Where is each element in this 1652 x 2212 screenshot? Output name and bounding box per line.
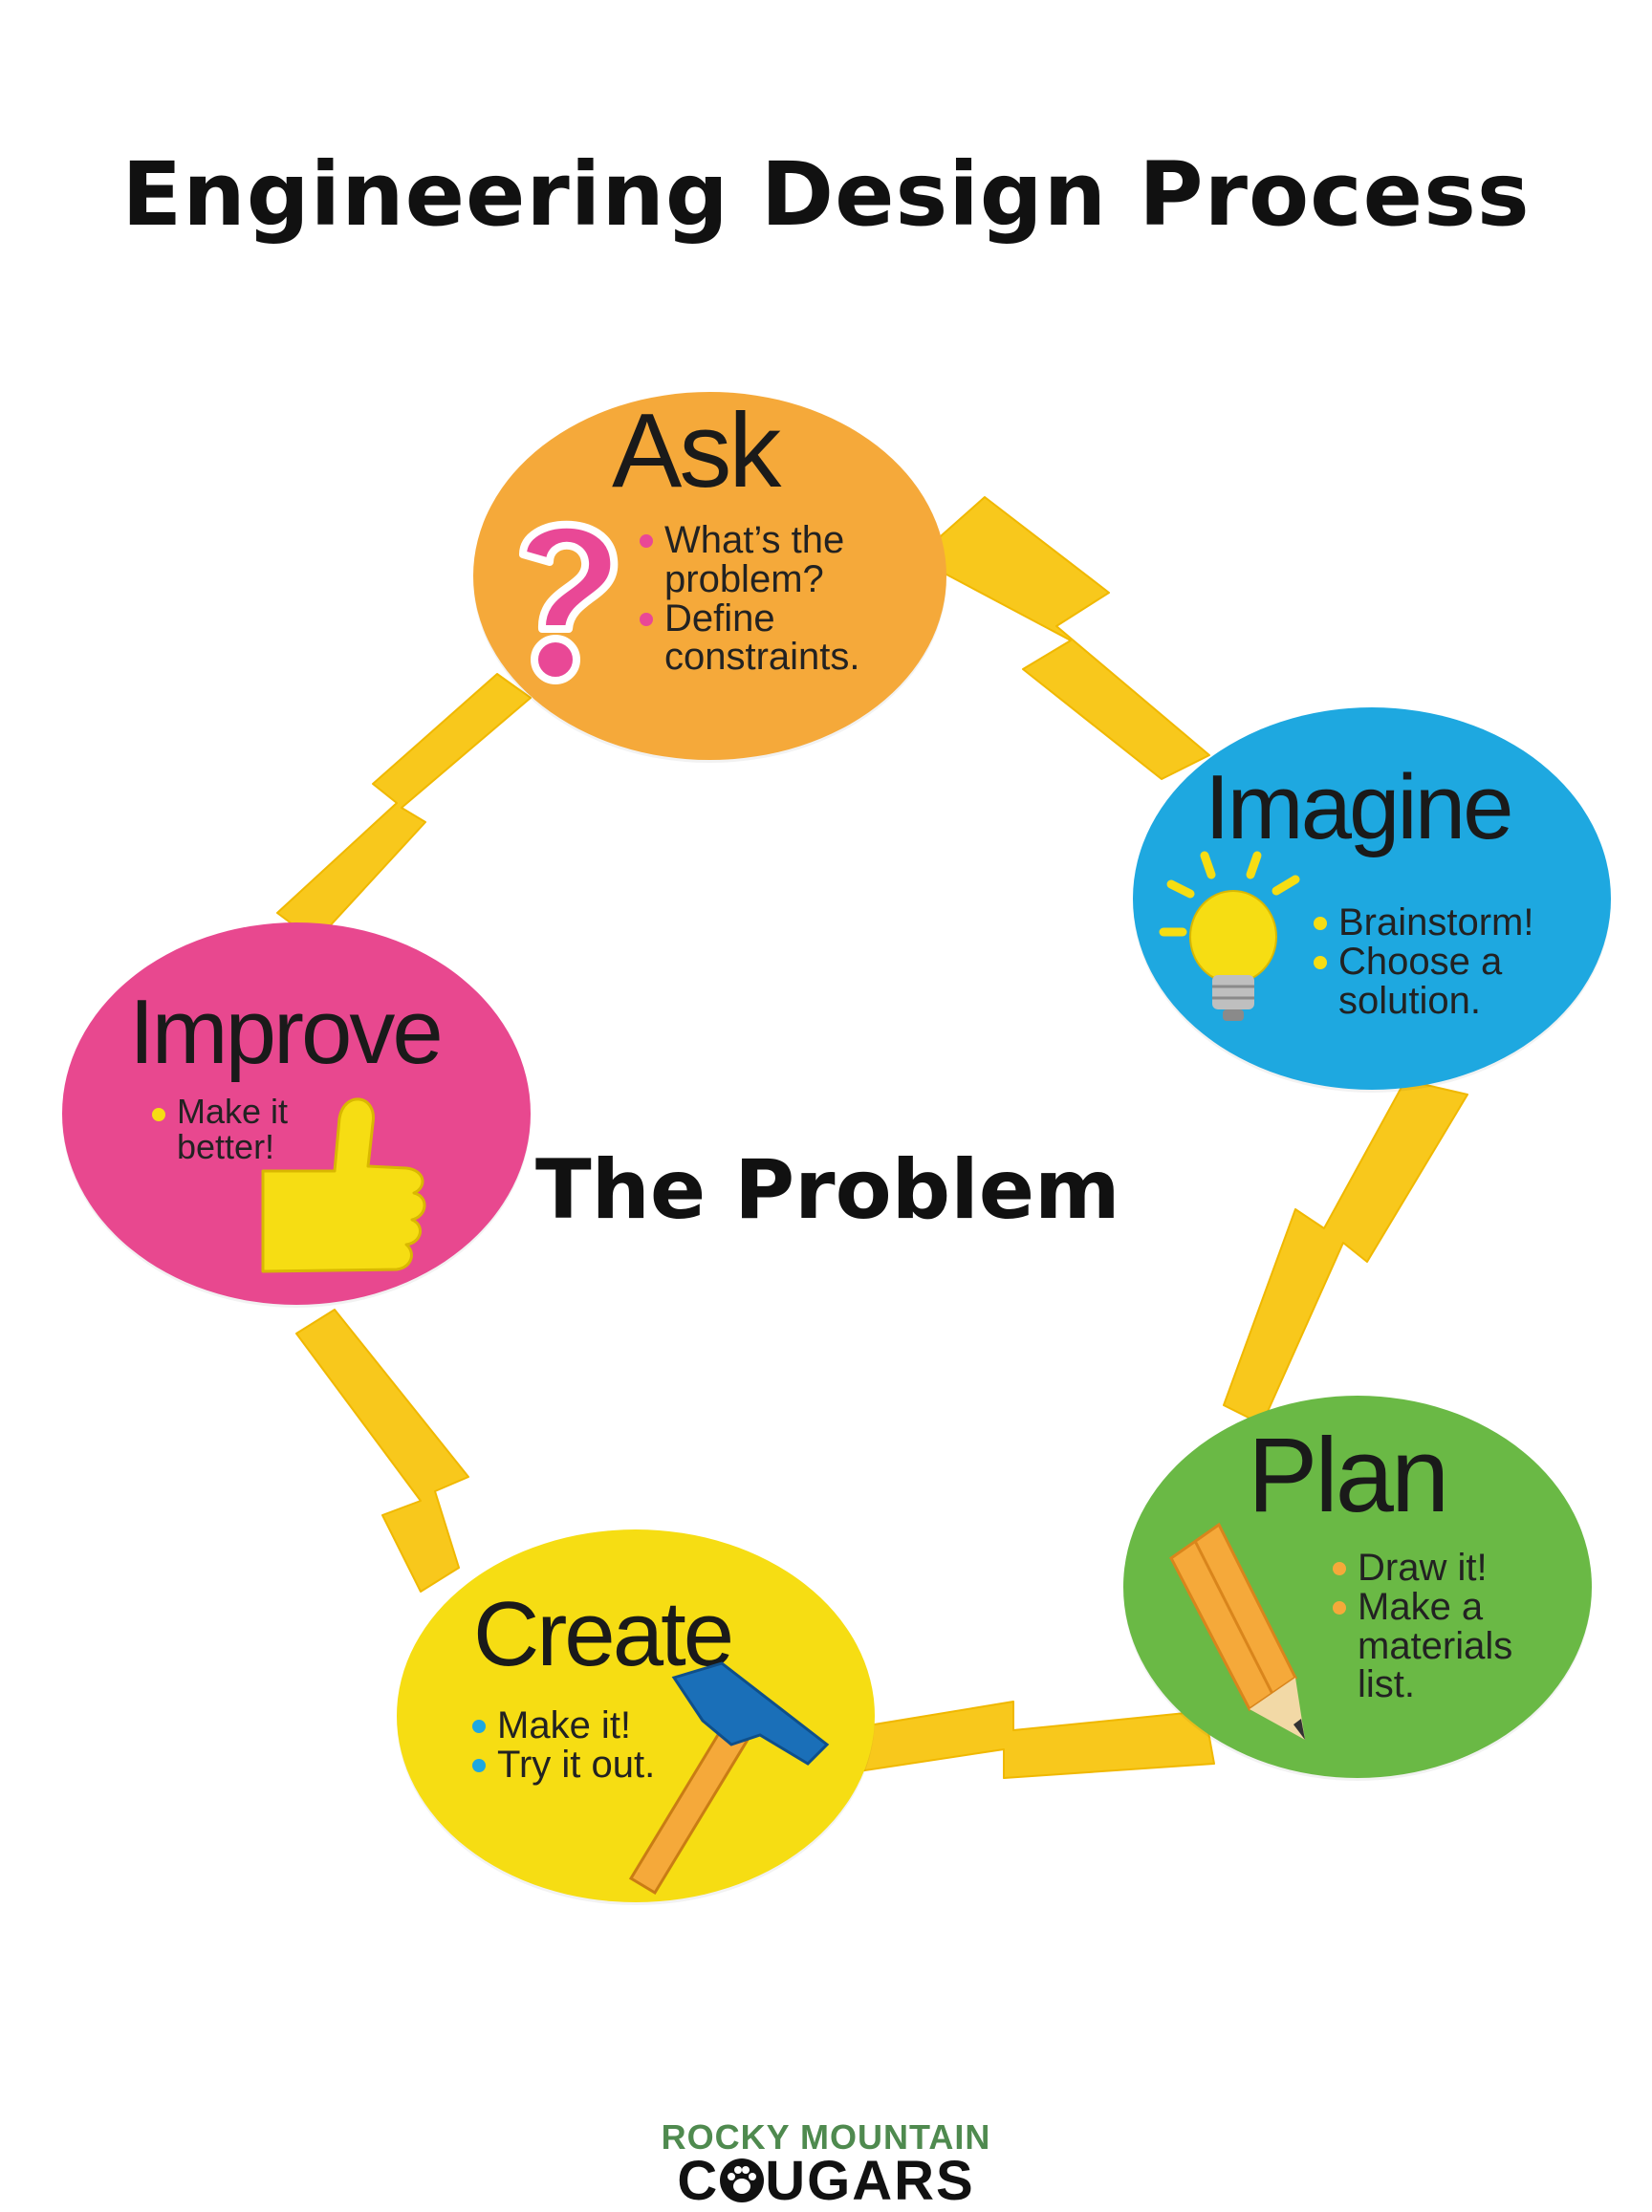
bullet: Choose a solution. (1310, 942, 1597, 1021)
bullet: Try it out. (468, 1745, 707, 1785)
light-bulb-icon (1159, 851, 1300, 1021)
stage-title: Improve (129, 981, 444, 1083)
bullet: Brainstorm! (1310, 903, 1597, 943)
bullet: Make it! (468, 1706, 707, 1746)
logo-letter: C (677, 2150, 720, 2212)
bullet: Draw it! (1329, 1549, 1568, 1588)
logo-letters: UGARS (765, 2150, 975, 2212)
bolt-improve-ask (276, 673, 532, 943)
stage-improve: Improve Make it better! (62, 922, 531, 1305)
bullet: Define constraints. (636, 598, 923, 678)
stage-title: Plan (1248, 1417, 1449, 1534)
bolt-create-improve (295, 1309, 469, 1593)
bolt-imagine-plan (1223, 1079, 1468, 1425)
stage-ask: Ask What’s the problem? Define constrain… (473, 392, 946, 760)
stage-imagine: Imagine Brainstorm! Choose a solution. (1133, 707, 1611, 1090)
stage-title: Imagine (1205, 756, 1514, 858)
bullet: Make a materials list. (1329, 1587, 1568, 1704)
improve-bullets: Make it better! (148, 1094, 292, 1164)
center-label: The Problem (535, 1142, 1120, 1238)
question-mark-icon (519, 520, 619, 684)
ask-bullets: What’s the problem? Define constraints. (636, 521, 923, 677)
stage-title: Create (473, 1583, 734, 1685)
logo-line-2: C UGARS (0, 2154, 1652, 2209)
hammer-icon (628, 1661, 830, 1896)
footer-logo: Rocky Mountain C UGARS (0, 2117, 1652, 2209)
stage-plan: Plan Draw it! Make a materials list. (1123, 1396, 1592, 1778)
imagine-bullets: Brainstorm! Choose a solution. (1310, 903, 1597, 1020)
paw-icon (720, 2158, 765, 2202)
create-bullets: Make it! Try it out. (468, 1706, 707, 1785)
bullet: Make it better! (148, 1094, 292, 1164)
page-title: Engineering Design Process (121, 143, 1531, 246)
bullet: What’s the problem? (636, 521, 923, 599)
stage-title: Ask (612, 392, 781, 510)
thumbs-up-icon (261, 1097, 426, 1273)
logo-line-1: Rocky Mountain (661, 2117, 991, 2157)
stage-create: Create Make it! Try it out. (397, 1529, 875, 1902)
pencil-icon (1169, 1522, 1305, 1740)
bolt-plan-create (838, 1701, 1215, 1779)
bolt-ask-imagine (917, 496, 1210, 780)
plan-bullets: Draw it! Make a materials list. (1329, 1549, 1568, 1704)
